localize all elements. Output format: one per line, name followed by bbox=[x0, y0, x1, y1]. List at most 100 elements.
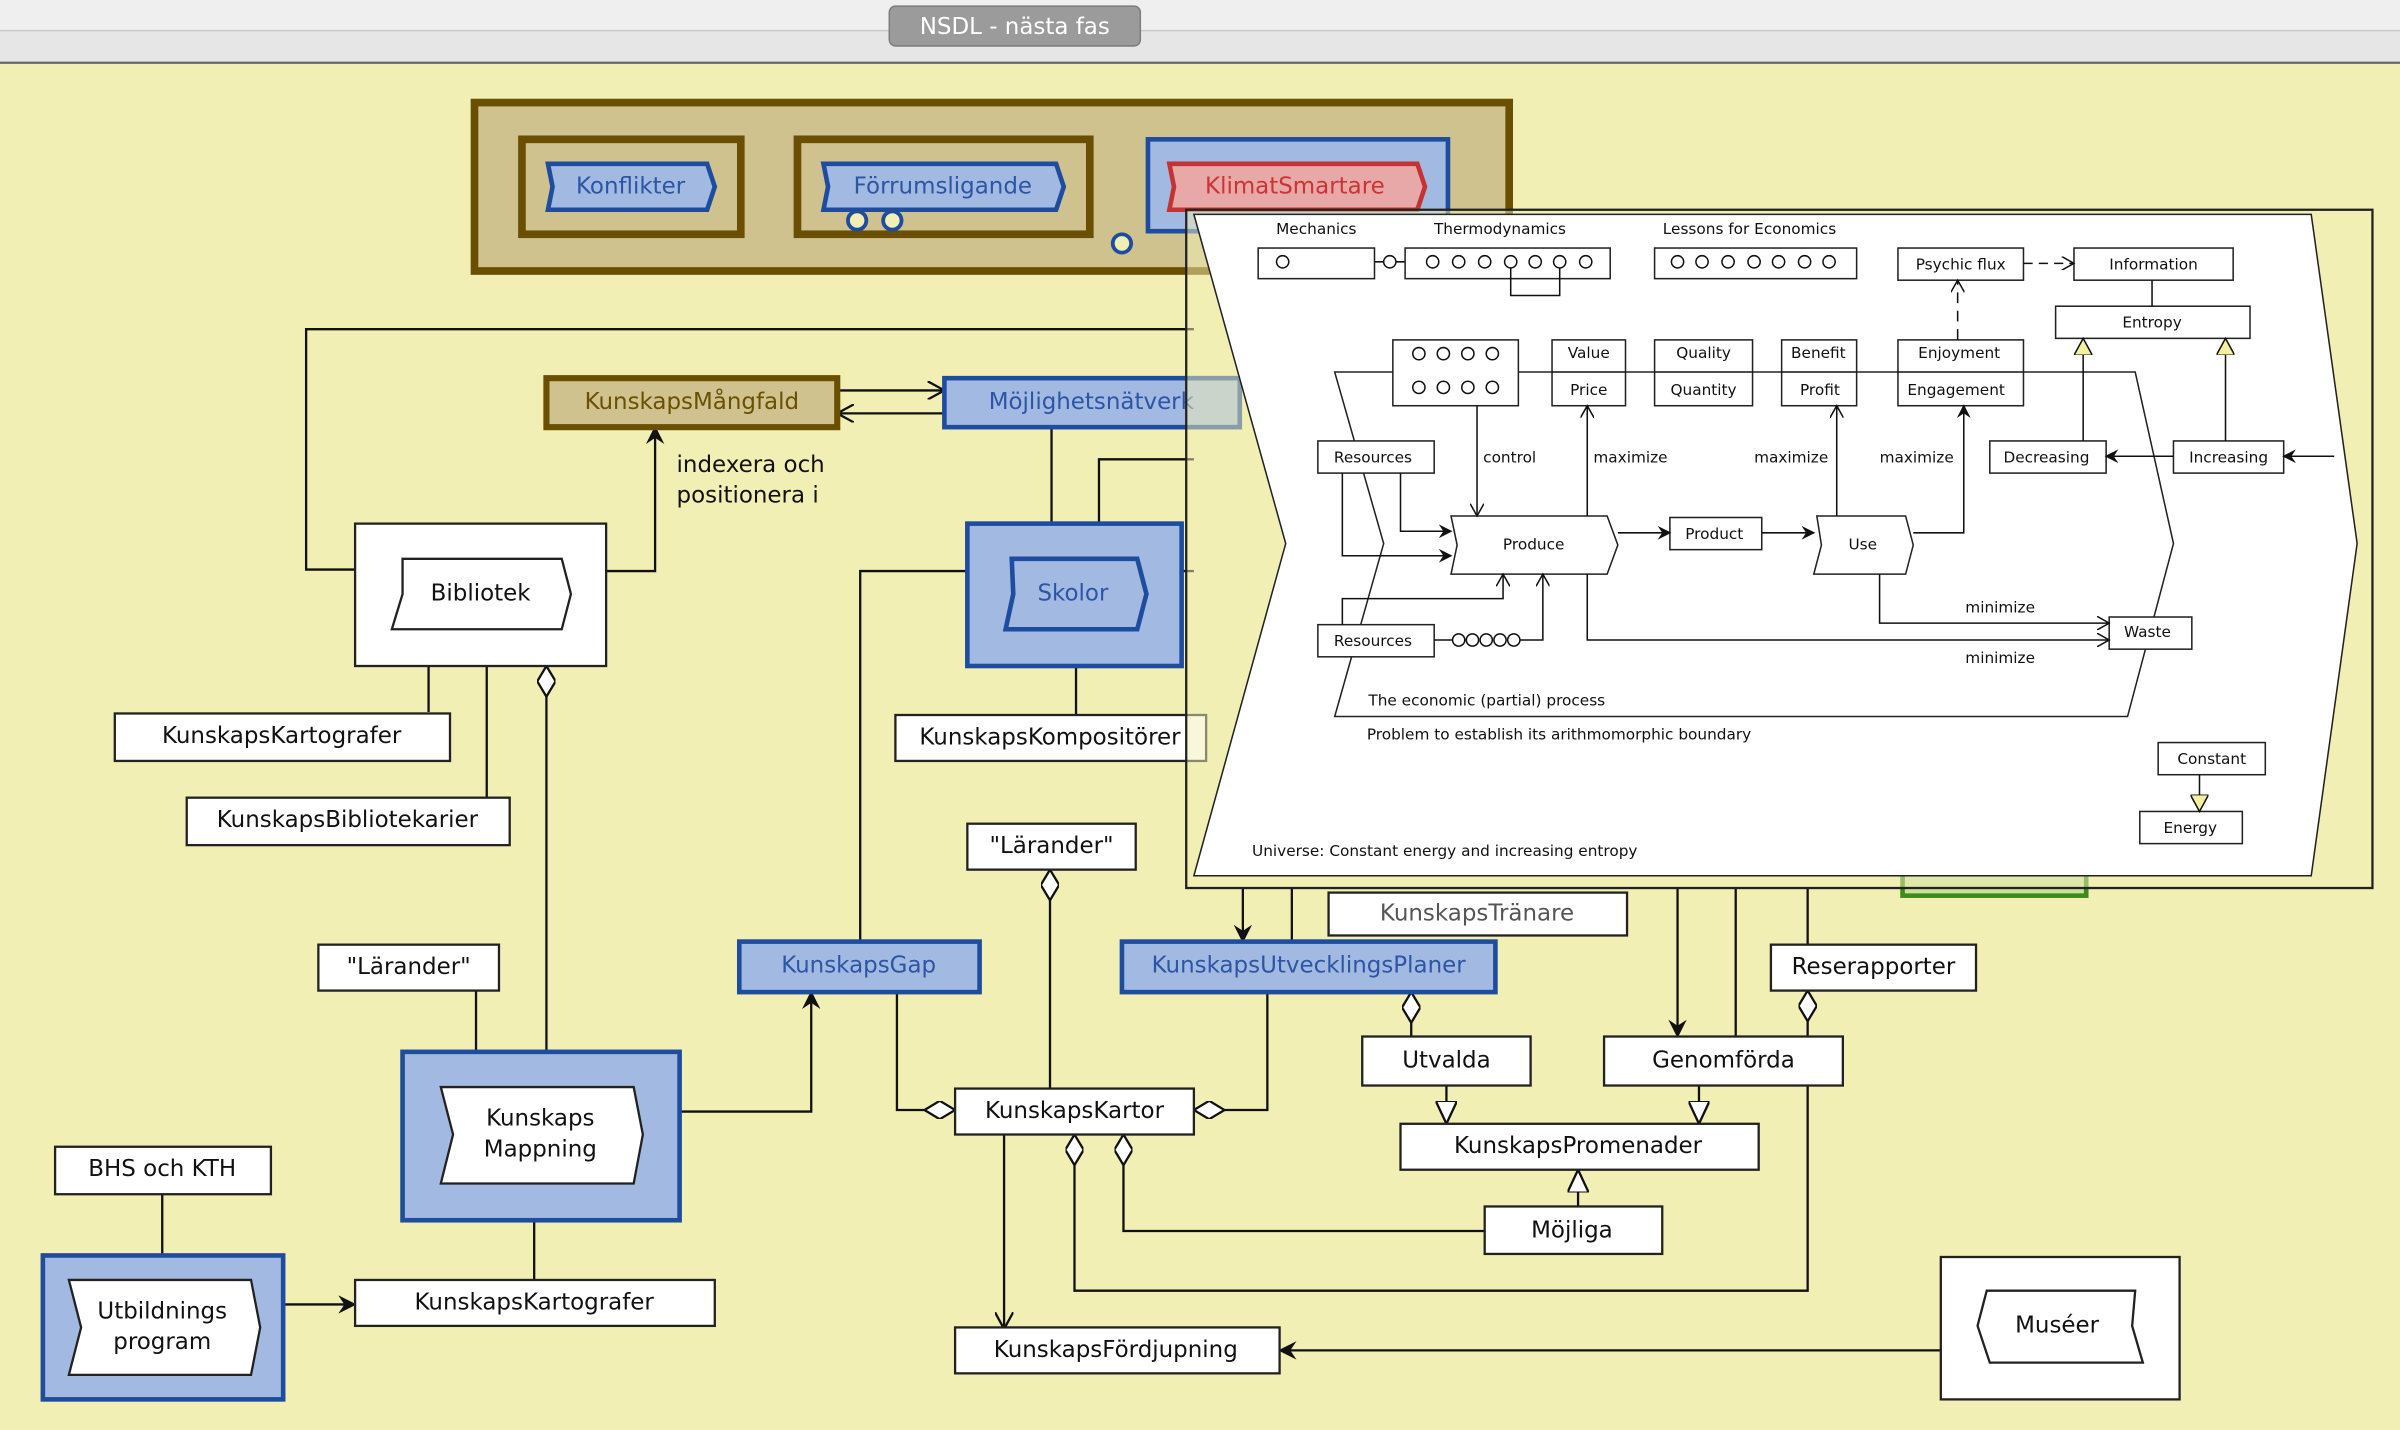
tranare-label: KunskapsTränare bbox=[1380, 901, 1574, 927]
mappning-label-2: Mappning bbox=[484, 1136, 597, 1162]
lessons-label: Lessons for Economics bbox=[1663, 220, 1836, 238]
klimatsmartare-node[interactable]: KlimatSmartare bbox=[1166, 161, 1428, 213]
genomforda-node[interactable]: Genomförda bbox=[1602, 1035, 1845, 1087]
minimize-label-1: minimize bbox=[1965, 598, 2035, 616]
kartografer-top-node[interactable]: KunskapsKartografer bbox=[113, 712, 452, 763]
mechanics-label: Mechanics bbox=[1276, 220, 1356, 238]
bibliotek-label: Bibliotek bbox=[431, 581, 532, 607]
profit-label: Profit bbox=[1800, 381, 1840, 399]
mangfald-node[interactable]: KunskapsMångfald bbox=[543, 375, 841, 431]
price-label: Price bbox=[1570, 381, 1607, 399]
kompositorer-label: KunskapsKompositörer bbox=[919, 724, 1181, 750]
index-label-line2: positionera i bbox=[677, 483, 819, 509]
tranare-node[interactable]: KunskapsTränare bbox=[1327, 891, 1629, 937]
kompositorer-node[interactable]: KunskapsKompositörer bbox=[894, 713, 1208, 763]
bibliotekarier-node[interactable]: KunskapsBibliotekarier bbox=[185, 796, 511, 847]
konflikter-node[interactable]: Konflikter bbox=[545, 161, 718, 213]
larande-node-2[interactable]: "Lärander" bbox=[317, 943, 501, 992]
product-label: Product bbox=[1685, 525, 1743, 543]
increasing-label: Increasing bbox=[2189, 448, 2268, 466]
thermodynamics-label: Thermodynamics bbox=[1433, 220, 1566, 238]
maximize-label-1: maximize bbox=[1593, 448, 1667, 466]
promenader-node[interactable]: KunskapsPromenader bbox=[1399, 1122, 1760, 1171]
maximize-label-3: maximize bbox=[1880, 448, 1954, 466]
kartor-node[interactable]: KunskapsKartor bbox=[953, 1087, 1196, 1136]
port-icon[interactable] bbox=[1110, 232, 1134, 255]
gap-node[interactable]: KunskapsGap bbox=[736, 939, 982, 995]
index-label-line1: indexera och bbox=[677, 452, 825, 478]
port-icon[interactable] bbox=[881, 209, 904, 232]
resources-label-1: Resources bbox=[1334, 448, 1412, 466]
mojlighetsnatverk-label: Möjlighetsnätverk bbox=[989, 389, 1195, 415]
fordjupning-node[interactable]: KunskapsFördjupning bbox=[953, 1326, 1281, 1375]
lessons-box bbox=[1653, 247, 1858, 280]
larande-label-1: "Lärander" bbox=[989, 833, 1113, 859]
utvalda-label: Utvalda bbox=[1402, 1048, 1490, 1074]
bibliotekarier-label: KunskapsBibliotekarier bbox=[217, 807, 479, 833]
mojliga-label: Möjliga bbox=[1531, 1217, 1613, 1243]
energy-label: Energy bbox=[2164, 819, 2218, 837]
enjoyment-label: Enjoyment bbox=[1918, 344, 2000, 362]
port-icon[interactable] bbox=[846, 209, 869, 232]
window-title-tab[interactable] bbox=[888, 5, 1142, 47]
decreasing-label: Decreasing bbox=[2003, 448, 2089, 466]
larande-label-2: "Lärander" bbox=[347, 954, 471, 980]
engagement-label: Engagement bbox=[1907, 381, 2005, 399]
kartografer-bottom-node[interactable]: KunskapsKartografer bbox=[353, 1278, 716, 1328]
bhs-kth-label: BHS och KTH bbox=[88, 1156, 236, 1182]
quality-label: Quality bbox=[1676, 344, 1731, 362]
top-group[interactable]: Konflikter Förrumsligande KlimatSmartare bbox=[470, 98, 1514, 275]
bibliotek-node[interactable]: Bibliotek bbox=[353, 522, 608, 668]
boundary-label: Problem to establish its arithmomorphic … bbox=[1367, 725, 1751, 743]
window-title: NSDL - nästa fas bbox=[920, 14, 1110, 40]
title-bar: NSDL - nästa fas bbox=[0, 0, 2400, 64]
skolor-label: Skolor bbox=[1037, 581, 1108, 607]
waste-label: Waste bbox=[2124, 623, 2171, 641]
mechanics-box bbox=[1257, 247, 1376, 280]
mojliga-node[interactable]: Möjliga bbox=[1483, 1205, 1664, 1256]
museer-label: Muséer bbox=[2015, 1312, 2100, 1338]
use-label: Use bbox=[1848, 536, 1877, 554]
process-label: The economic (partial) process bbox=[1367, 692, 1605, 710]
reserapporter-label: Reserapporter bbox=[1792, 954, 1956, 980]
genomforda-label: Genomförda bbox=[1652, 1048, 1795, 1074]
utbildning-node[interactable]: Utbildnings program bbox=[40, 1253, 286, 1402]
mappning-node[interactable]: Kunskaps Mappning bbox=[400, 1049, 682, 1223]
maximize-label-2: maximize bbox=[1754, 448, 1828, 466]
quantity-label: Quantity bbox=[1671, 381, 1737, 399]
larande-node-1[interactable]: "Lärander" bbox=[966, 822, 1137, 871]
universe-label: Universe: Constant energy and increasing… bbox=[1252, 842, 1637, 860]
forrumsligande-label: Förrumsligande bbox=[854, 173, 1032, 199]
gap-label: KunskapsGap bbox=[781, 953, 936, 979]
museer-node[interactable]: Muséer bbox=[1939, 1255, 2181, 1401]
utvalda-node[interactable]: Utvalda bbox=[1361, 1035, 1532, 1087]
kartor-label: KunskapsKartor bbox=[985, 1098, 1165, 1124]
minimize-label-2: minimize bbox=[1965, 649, 2035, 667]
economics-overlay-image[interactable]: Mechanics Thermodynamics Lessons for Eco… bbox=[1185, 208, 2374, 890]
konflikter-label: Konflikter bbox=[576, 173, 686, 199]
entropy-label: Entropy bbox=[2122, 314, 2181, 332]
forrumsligande-node[interactable]: Förrumsligande bbox=[820, 161, 1067, 213]
utbildning-label-2: program bbox=[113, 1329, 211, 1355]
resources-label-2: Resources bbox=[1334, 632, 1412, 650]
utvecklingsplaner-label: KunskapsUtvecklingsPlaner bbox=[1152, 953, 1467, 979]
kartografer-top-label: KunskapsKartografer bbox=[162, 723, 402, 749]
value-label: Value bbox=[1568, 344, 1610, 362]
utbildning-label-1: Utbildnings bbox=[97, 1299, 227, 1325]
promenader-label: KunskapsPromenader bbox=[1454, 1133, 1703, 1159]
bhs-kth-node[interactable]: BHS och KTH bbox=[53, 1145, 273, 1196]
fordjupning-label: KunskapsFördjupning bbox=[994, 1337, 1238, 1363]
reserapporter-node[interactable]: Reserapporter bbox=[1769, 943, 1978, 992]
mappning-label-1: Kunskaps bbox=[486, 1106, 594, 1132]
benefit-label: Benefit bbox=[1791, 344, 1846, 362]
constant-label: Constant bbox=[2177, 750, 2246, 768]
control-label: control bbox=[1483, 448, 1536, 466]
psychic-flux-label: Psychic flux bbox=[1916, 255, 2006, 273]
kartografer-bottom-label: KunskapsKartografer bbox=[415, 1289, 655, 1315]
produce-label: Produce bbox=[1503, 536, 1564, 554]
klimatsmartare-label: KlimatSmartare bbox=[1205, 173, 1385, 199]
mangfald-label: KunskapsMångfald bbox=[585, 387, 800, 415]
utvecklingsplaner-node[interactable]: KunskapsUtvecklingsPlaner bbox=[1119, 939, 1498, 995]
skolor-node[interactable]: Skolor bbox=[965, 521, 1184, 669]
